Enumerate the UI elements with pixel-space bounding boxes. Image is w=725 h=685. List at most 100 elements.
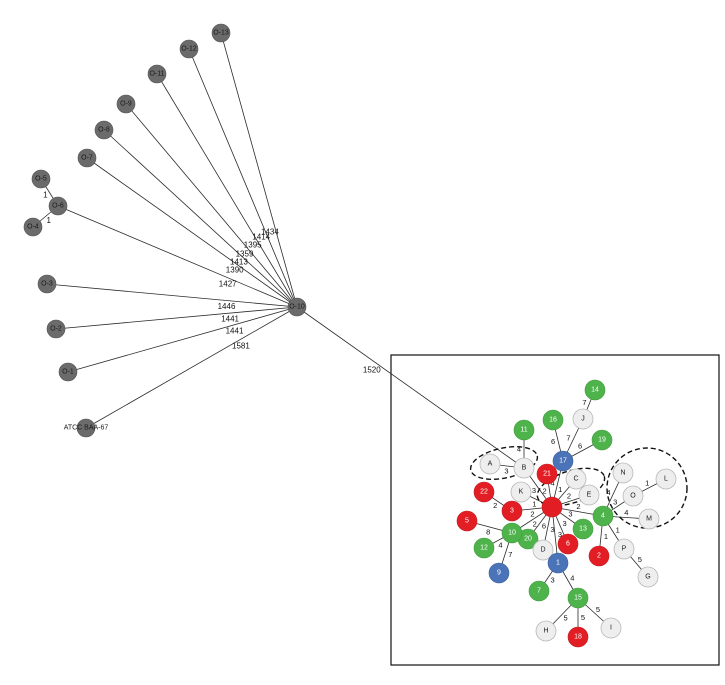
node-label-atcc: ATCC BAA-67 [64,425,109,432]
edge-weight-o-12-o-10: 1414 [252,233,270,242]
node-1: 1 [547,552,569,574]
node-circle-o-3 [37,274,57,294]
node-circle-o-9 [116,94,136,114]
node-circle-o-13 [211,23,231,43]
edge-weight-o-1-o-10: 1441 [226,327,244,336]
node-label-20: 20 [524,536,532,543]
node-label-22: 22 [480,489,488,496]
edge-o-3-o-10 [46,283,298,308]
node-label-1: 1 [556,560,560,567]
node-p: P [613,538,635,560]
node-circle-16 [542,409,564,431]
node-17: 17 [552,450,574,472]
edge-weight-11-b: 4 [517,445,521,454]
node-i: I [600,617,622,639]
node-label-o-11: O-11 [149,71,164,78]
node-o-10: O-10 [287,297,307,317]
node-circle-b [513,457,535,479]
node-label-n: N [620,470,625,477]
edge-weight-o-11-o-10: 1395 [244,240,262,249]
edge-weight-4-hub: 2 [576,502,580,511]
edge-weight-g-p: 5 [638,555,642,564]
node-c: C [565,468,587,490]
edge-o-1-o-10 [67,306,298,373]
edge-o-2-o-10 [55,306,298,330]
node-label-o-12: O-12 [181,46,197,53]
node-label-k: K [519,489,524,496]
node-circle-1 [547,552,569,574]
node-o-5: O-5 [31,169,51,189]
node-circle-22 [473,481,495,503]
node-circle-o-10 [287,297,307,317]
node-circle-o-1 [58,362,78,382]
cluster-outline-ce [536,467,606,507]
edge-weight-o-7-o-10: 1390 [226,266,244,275]
node-circle-o-2 [46,319,66,339]
node-circle-m [638,508,660,530]
node-j: J [572,408,594,430]
node-label-10: 10 [508,530,516,537]
node-label-18: 18 [574,634,582,641]
node-k: K [510,481,532,503]
node-hub [541,496,563,518]
edge-weight-d-hub: 3 [550,525,554,534]
node-label-11: 11 [520,427,527,434]
node-2: 2 [588,545,610,567]
node-label-m: M [646,516,652,523]
node-circle-7 [528,580,550,602]
edge-weight-12-10: 4 [498,540,502,549]
edge-weight-o-10-b: 1520 [363,365,381,374]
node-n: N [612,462,634,484]
edge-weight-o-4-o-6: 1 [46,216,51,225]
edge-weight-h-15: 5 [564,614,568,623]
node-label-5: 5 [465,518,469,525]
node-circle-n [612,462,634,484]
edge-weights-layer: 1434141413951359141313901427111446144114… [43,191,649,623]
edge-weight-m-4: 4 [624,508,628,517]
node-circle-p [613,538,635,560]
edge-weight-o-4: 3 [613,497,617,506]
node-m: M [638,508,660,530]
node-atcc: ATCC BAA-67 [64,418,109,438]
node-label-o-5: O-5 [35,176,47,183]
node-circle-h [535,620,557,642]
edge-weight-o-6-o-10: 1427 [219,280,237,289]
node-label-o-9: O-9 [120,101,132,108]
node-label-15: 15 [574,595,582,602]
edge-weight-o-3-o-10: 1446 [218,302,236,311]
node-circle-13 [572,518,594,540]
node-circle-o-5 [31,169,51,189]
node-label-o-13: O-13 [213,30,229,37]
node-o-2: O-2 [46,319,66,339]
node-a: A [479,453,501,475]
node-circle-atcc [76,418,96,438]
node-label-p: P [622,546,627,553]
edge-weight-b-hub: 3 [532,486,536,495]
node-circle-a [479,453,501,475]
node-15: 15 [567,587,589,609]
node-label-o: O [630,493,636,500]
edge-weight-o-13-o-10: 1434 [261,227,279,236]
cluster-outline-nlom [606,447,688,529]
node-label-4: 4 [601,513,605,520]
node-14: 14 [584,379,606,401]
node-circle-o [622,485,644,507]
edge-weight-20-hub: 6 [542,522,546,531]
node-circle-12 [473,537,495,559]
node-label-14: 14 [591,387,599,394]
node-label-13: 13 [579,526,587,533]
node-label-h: H [543,628,548,635]
edge-weight-13-hub: 3 [568,509,572,518]
node-circle-17 [552,450,574,472]
node-label-l: L [664,476,668,483]
node-o-6: O-6 [48,196,68,216]
node-21: 21 [536,463,558,485]
edge-weight-3-hub: 2 [530,510,534,519]
edge-weight-o-8-o-10: 1413 [230,257,248,266]
node-10: 10 [501,522,523,544]
node-13: 13 [572,518,594,540]
node-label-j: J [581,416,585,423]
edge-weight-o-9-o-10: 1359 [236,250,254,259]
edge-weight-c-hub: 1 [558,485,562,494]
node-b: B [513,457,535,479]
